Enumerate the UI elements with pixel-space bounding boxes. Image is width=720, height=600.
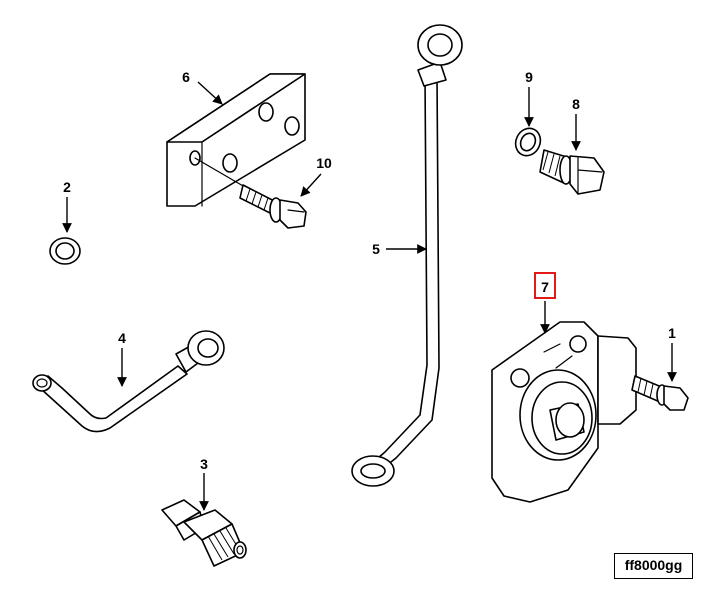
washer-part-2 — [49, 237, 81, 265]
label-8: 8 — [572, 96, 580, 112]
long-fuel-line-part — [351, 24, 463, 487]
arrow-6 — [197, 81, 223, 105]
label-9: 9 — [525, 69, 533, 85]
arrow-10 — [300, 173, 322, 197]
label-3: 3 — [200, 456, 208, 472]
label-4: 4 — [118, 330, 126, 346]
callout-labels: 6 10 2 9 8 5 4 3 7 1 — [63, 69, 676, 472]
label-5: 5 — [372, 241, 380, 257]
label-2: 2 — [63, 179, 71, 195]
plate-part — [166, 73, 306, 207]
flange-bolt-part — [194, 157, 307, 229]
label-1: 1 — [668, 325, 676, 341]
fitting-part-3 — [161, 499, 247, 567]
label-6: 6 — [182, 69, 190, 85]
bent-fuel-line-part — [32, 330, 225, 433]
leader-arrows — [62, 81, 677, 511]
sealing-washer-part-9 — [514, 127, 542, 157]
small-bolt-part-1 — [631, 375, 689, 411]
label-10: 10 — [316, 155, 332, 171]
diagram-code-box: ff8000gg — [614, 553, 693, 579]
label-7-highlight-box — [534, 272, 556, 299]
pump-housing-part-7 — [491, 321, 637, 503]
plug-bolt-part-8 — [539, 149, 605, 195]
label-7: 7 — [541, 279, 549, 295]
